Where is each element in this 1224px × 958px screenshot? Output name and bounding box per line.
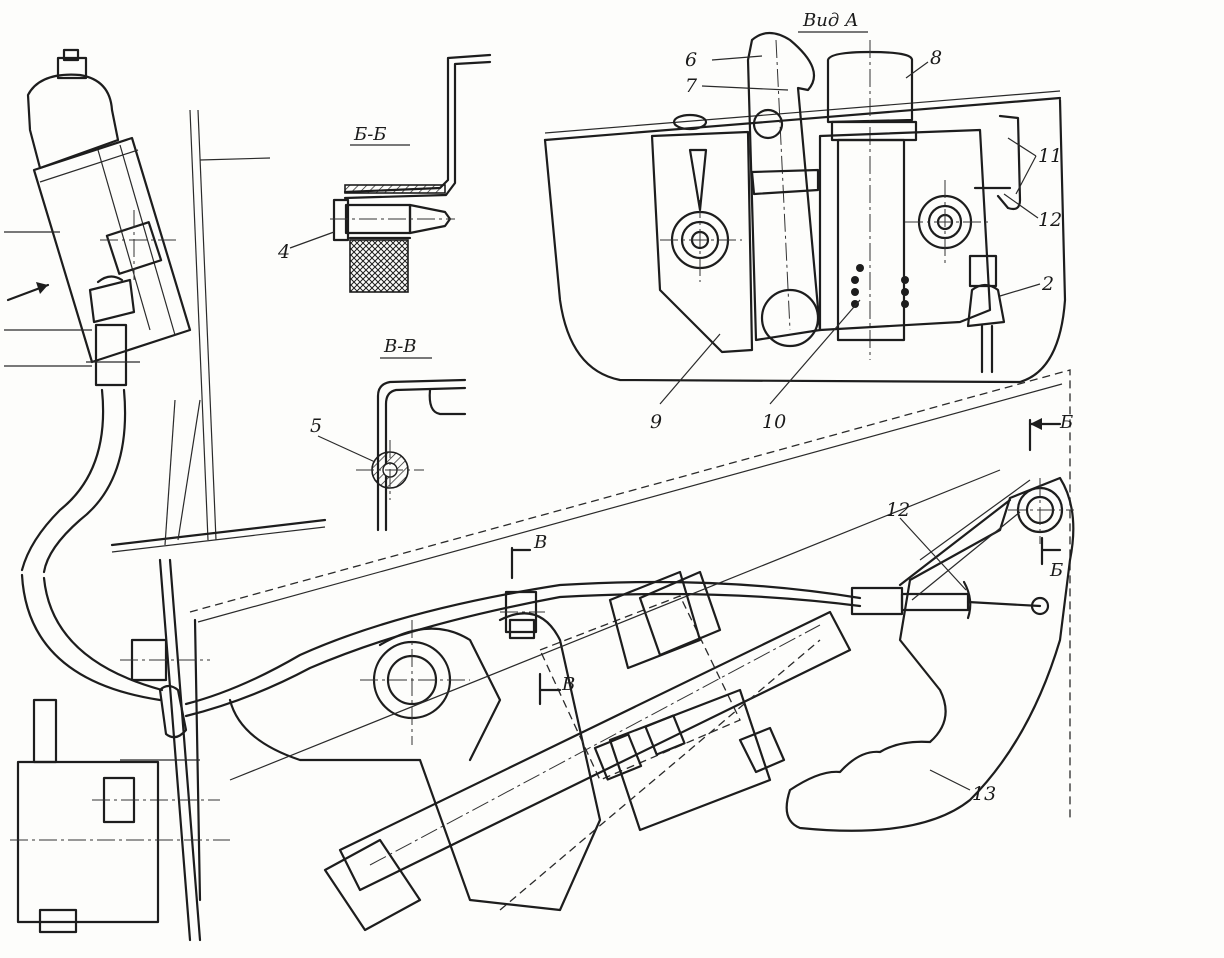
section-mark-v-top: В <box>533 532 547 553</box>
section-mark-b-top: Б <box>1059 412 1073 433</box>
section-bb-title: Б-Б <box>353 124 387 145</box>
callout-2: 2 <box>1041 273 1054 295</box>
callout-7: 7 <box>685 75 698 97</box>
section-mark-v-bottom: В <box>561 674 575 695</box>
section-vv-title: В-В <box>383 336 417 357</box>
section-b-b: Б-Б 4 <box>277 53 492 293</box>
callout-9: 9 <box>650 411 662 433</box>
callout-12-view: 12 <box>1038 209 1062 231</box>
callout-4: 4 <box>277 241 290 263</box>
section-v-v: В-В 5 <box>310 336 467 532</box>
callout-11: 11 <box>1038 145 1062 167</box>
callout-5: 5 <box>310 415 322 437</box>
view-a-title: Вид А <box>802 10 859 31</box>
callout-10: 10 <box>762 411 786 433</box>
callout-13: 13 <box>972 783 996 805</box>
callout-6: 6 <box>685 49 697 71</box>
callout-8: 8 <box>930 47 942 69</box>
spring <box>851 264 909 308</box>
main-pedal-assembly: Б Б В В 12 13 <box>10 369 1075 942</box>
view-a: Вид А <box>543 10 1067 433</box>
callout-12-main: 12 <box>886 499 910 521</box>
section-mark-b-bottom: Б <box>1049 560 1063 581</box>
left-cylinder-assembly <box>4 48 327 574</box>
